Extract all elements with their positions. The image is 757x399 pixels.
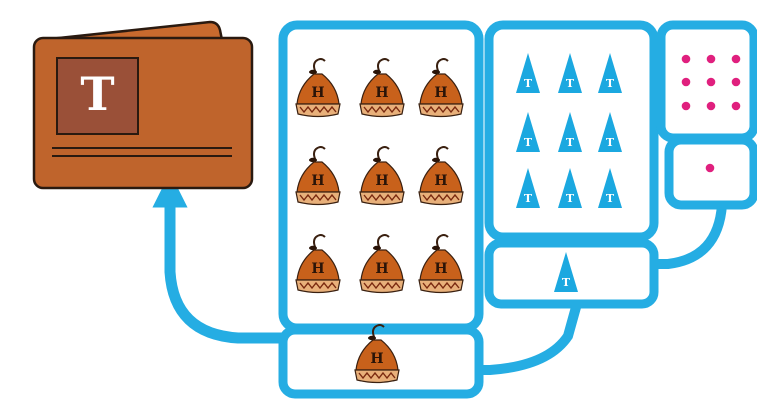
ones-dots bbox=[681, 54, 741, 111]
hundreds-bags bbox=[295, 58, 464, 294]
ones-small-frame bbox=[664, 135, 757, 210]
hundreds-to-thousands-arrow bbox=[152, 172, 292, 344]
tens-to-hundreds-arrow bbox=[438, 298, 583, 387]
ones-single-dot bbox=[705, 163, 715, 173]
thousands-card-tab bbox=[56, 57, 139, 135]
thousands-card bbox=[32, 20, 254, 190]
tens-cones bbox=[516, 53, 622, 208]
ones-to-tens-arrow bbox=[611, 204, 727, 281]
